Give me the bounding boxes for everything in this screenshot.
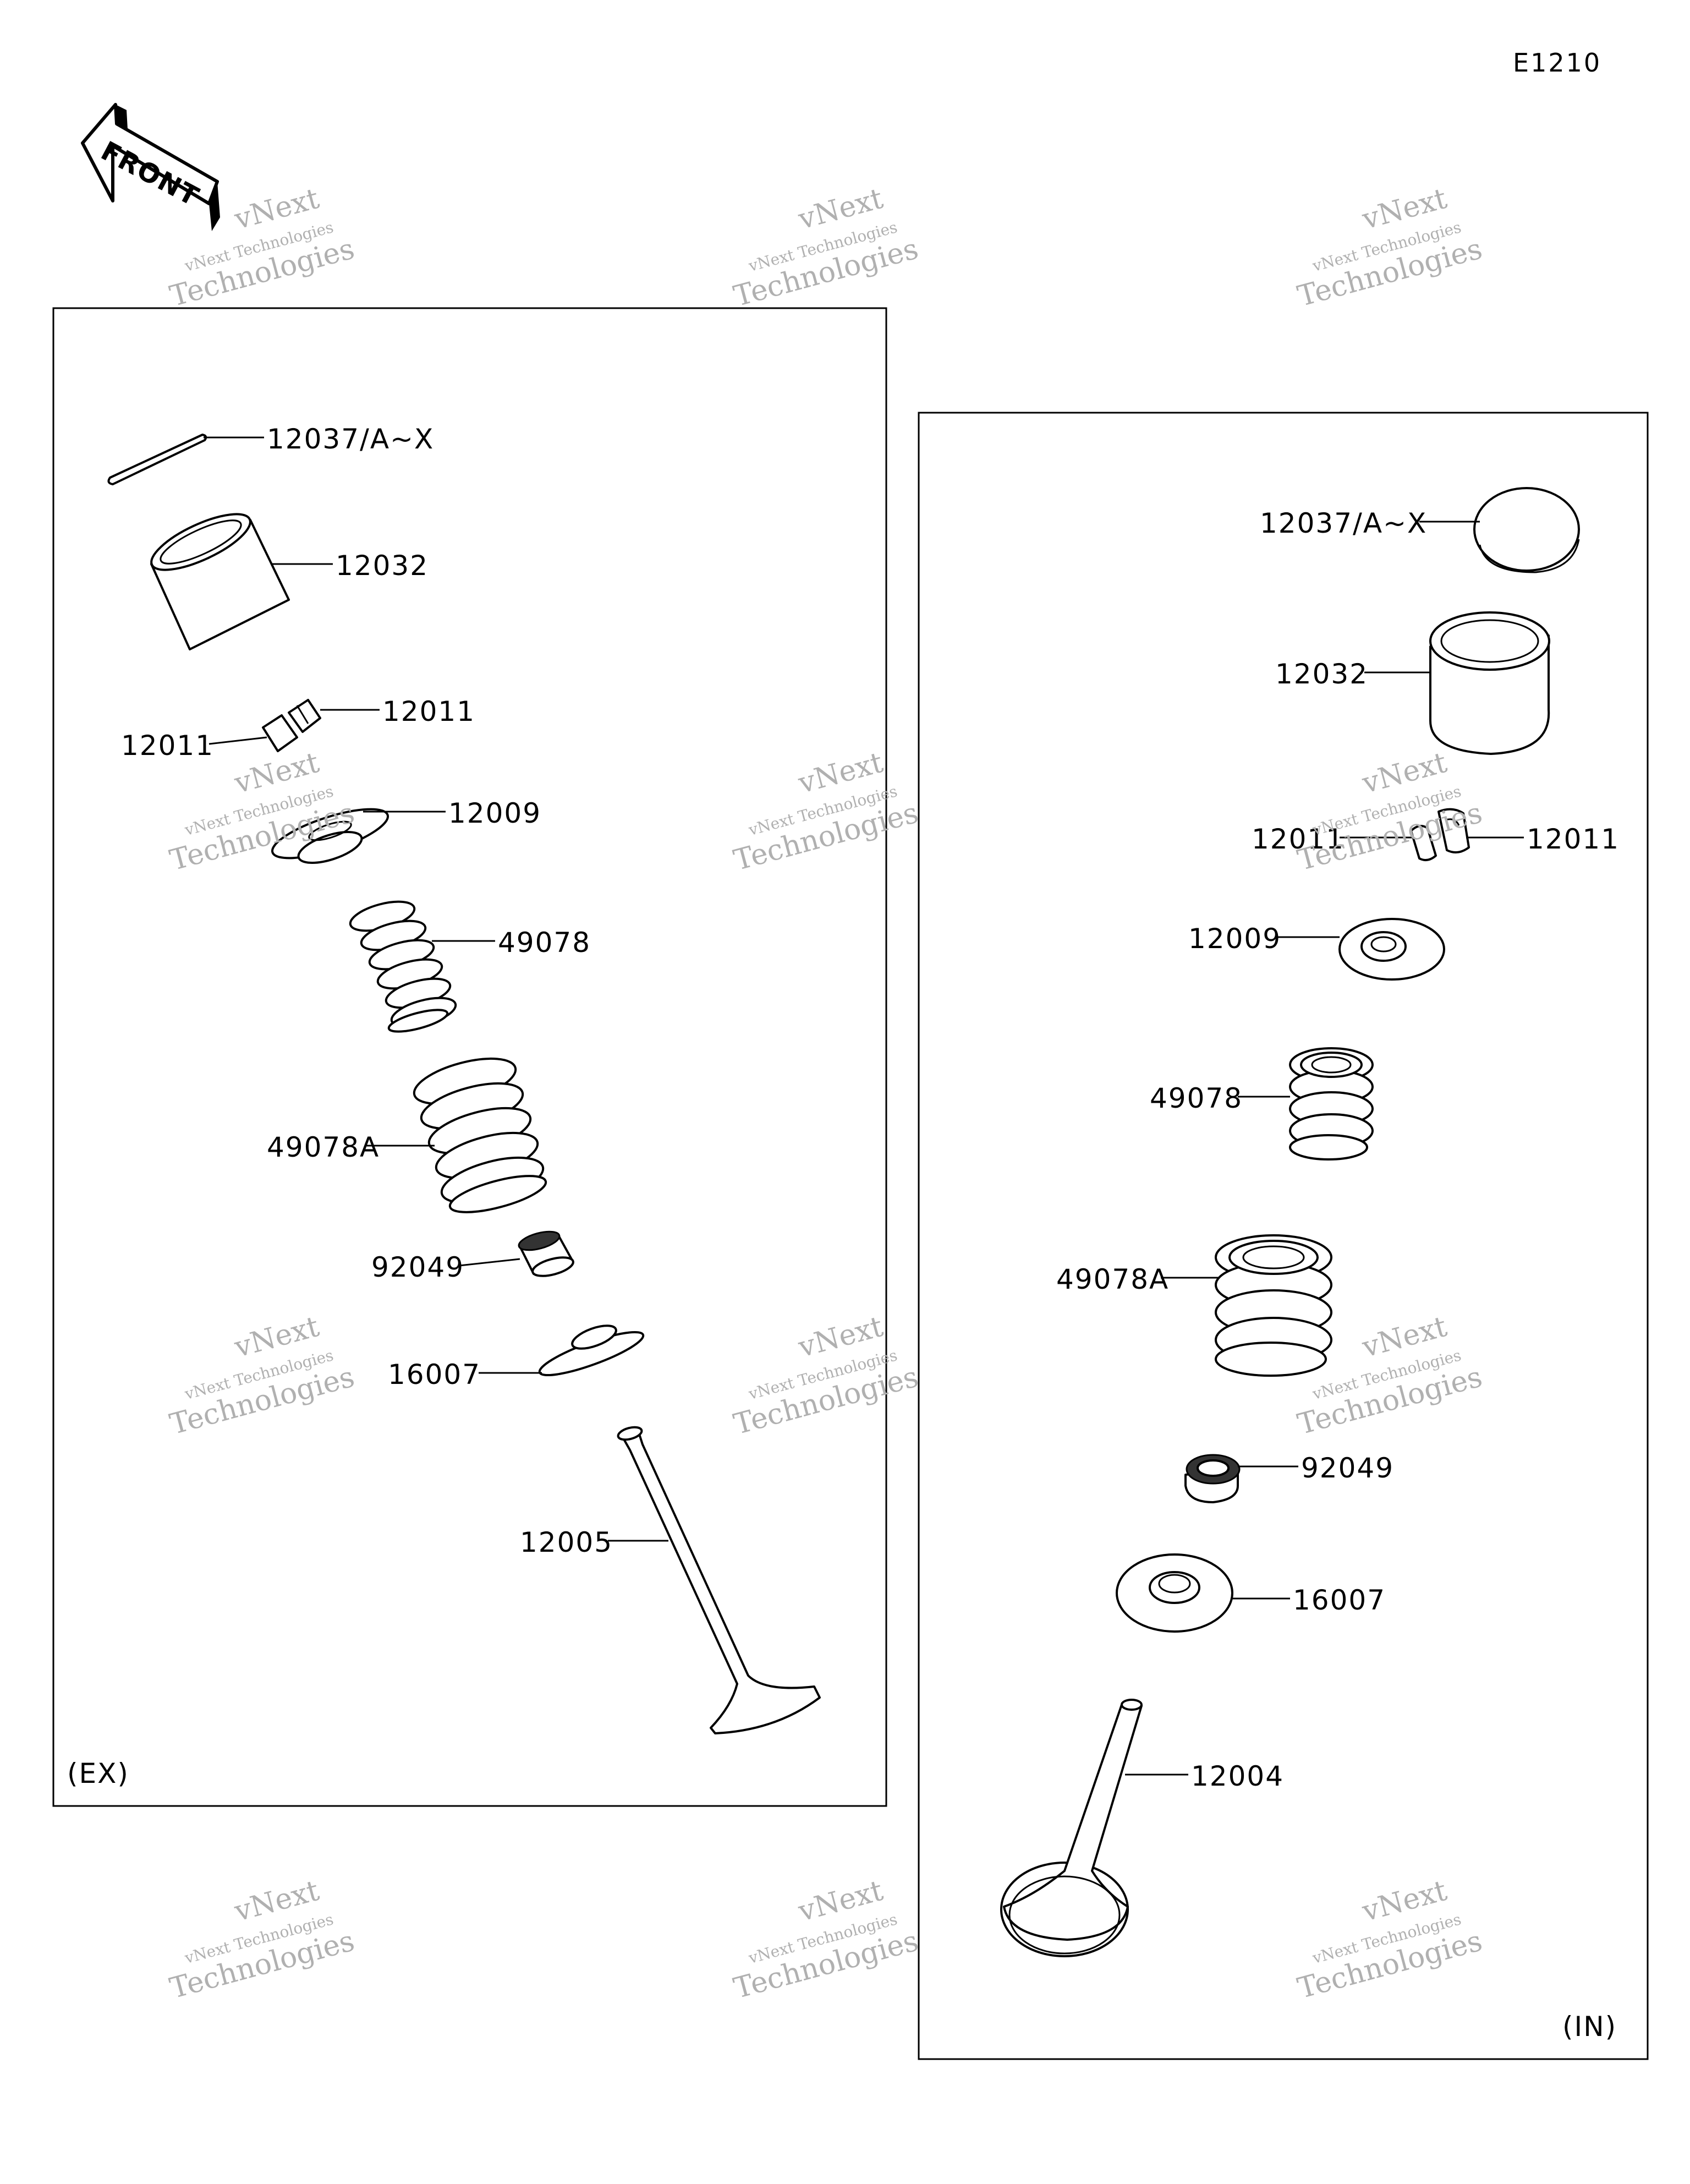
- ex-inner-spring-label: 49078: [498, 927, 591, 959]
- ex-outer-spring-part: [413, 1057, 547, 1213]
- in-retainer-part: [1338, 918, 1445, 981]
- ex-cotter-left-leader: [208, 736, 267, 745]
- ex-spring-seat-label: 16007: [388, 1359, 481, 1391]
- ex-retainer-label: 12009: [448, 797, 541, 829]
- in-outer-spring-part: [1215, 1234, 1332, 1377]
- watermark-2: vNext vNext Technologies Technologies: [731, 182, 922, 314]
- watermark-5: vNext vNext Technologies Technologies: [731, 746, 922, 878]
- in-shim-part: [1473, 487, 1580, 573]
- in-cotter-right-label: 12011: [1527, 823, 1620, 855]
- ex-cotter-left-part: [262, 714, 298, 752]
- ex-valve-part: [617, 1426, 821, 1734]
- ex-stem-seal-label: 92049: [371, 1251, 464, 1283]
- ex-cotter-left-label: 12011: [121, 730, 214, 762]
- in-spring-seat-part: [1116, 1553, 1233, 1633]
- in-lifter-label: 12032: [1275, 658, 1368, 690]
- in-spring-seat-label: 16007: [1293, 1584, 1386, 1616]
- in-shim-label: 12037/A~X: [1260, 507, 1427, 539]
- watermark-11: vNext vNext Technologies Technologies: [731, 1874, 922, 2006]
- exhaust-panel-frame: [52, 307, 887, 1807]
- in-lifter-part: [1429, 611, 1550, 755]
- intake-panel-frame: [918, 412, 1649, 2060]
- watermark-3: vNext vNext Technologies Technologies: [1294, 182, 1486, 314]
- ex-stem-seal-leader: [459, 1258, 520, 1267]
- in-valve-part: [1000, 1699, 1143, 1957]
- ex-spring-seat-part: [538, 1324, 645, 1377]
- in-stem-seal-part: [1184, 1454, 1241, 1503]
- in-valve-label: 12004: [1191, 1760, 1284, 1792]
- intake-panel-label: (IN): [1562, 2011, 1617, 2043]
- ex-cotter-right-part: [288, 699, 321, 733]
- in-inner-spring-label: 49078: [1150, 1082, 1243, 1114]
- watermark-8: vNext vNext Technologies Technologies: [731, 1310, 922, 1442]
- in-inner-spring-part: [1289, 1047, 1374, 1161]
- ex-shim-label: 12037/A~X: [267, 423, 434, 455]
- in-cotter-right-part: [1437, 808, 1470, 853]
- in-retainer-label: 12009: [1188, 923, 1281, 955]
- watermark-12: vNext vNext Technologies Technologies: [1294, 1874, 1486, 2006]
- in-cotter-left-label: 12011: [1252, 823, 1345, 855]
- ex-valve-label: 12005: [520, 1526, 613, 1558]
- front-arrow-icon: FRONT: [81, 103, 220, 231]
- in-stem-seal-label: 92049: [1301, 1452, 1394, 1484]
- ex-retainer-part: [271, 808, 389, 864]
- diagram-code: E1210: [1513, 48, 1601, 78]
- in-outer-spring-label: 49078A: [1056, 1263, 1169, 1295]
- exhaust-panel-label: (EX): [67, 1758, 129, 1789]
- ex-lifter-part: [150, 513, 290, 650]
- watermark-7: vNext vNext Technologies Technologies: [167, 1310, 358, 1442]
- watermark-6: vNext vNext Technologies Technologies: [1294, 746, 1486, 878]
- ex-stem-seal-part: [518, 1230, 574, 1277]
- ex-cotter-right-label: 12011: [382, 696, 475, 727]
- ex-shim-part: [107, 434, 207, 485]
- in-cotter-left-part: [1410, 825, 1437, 862]
- ex-lifter-label: 12032: [336, 550, 429, 582]
- watermark-10: vNext vNext Technologies Technologies: [167, 1874, 358, 2006]
- ex-outer-spring-label: 49078A: [267, 1131, 380, 1163]
- ex-inner-spring-part: [349, 900, 457, 1033]
